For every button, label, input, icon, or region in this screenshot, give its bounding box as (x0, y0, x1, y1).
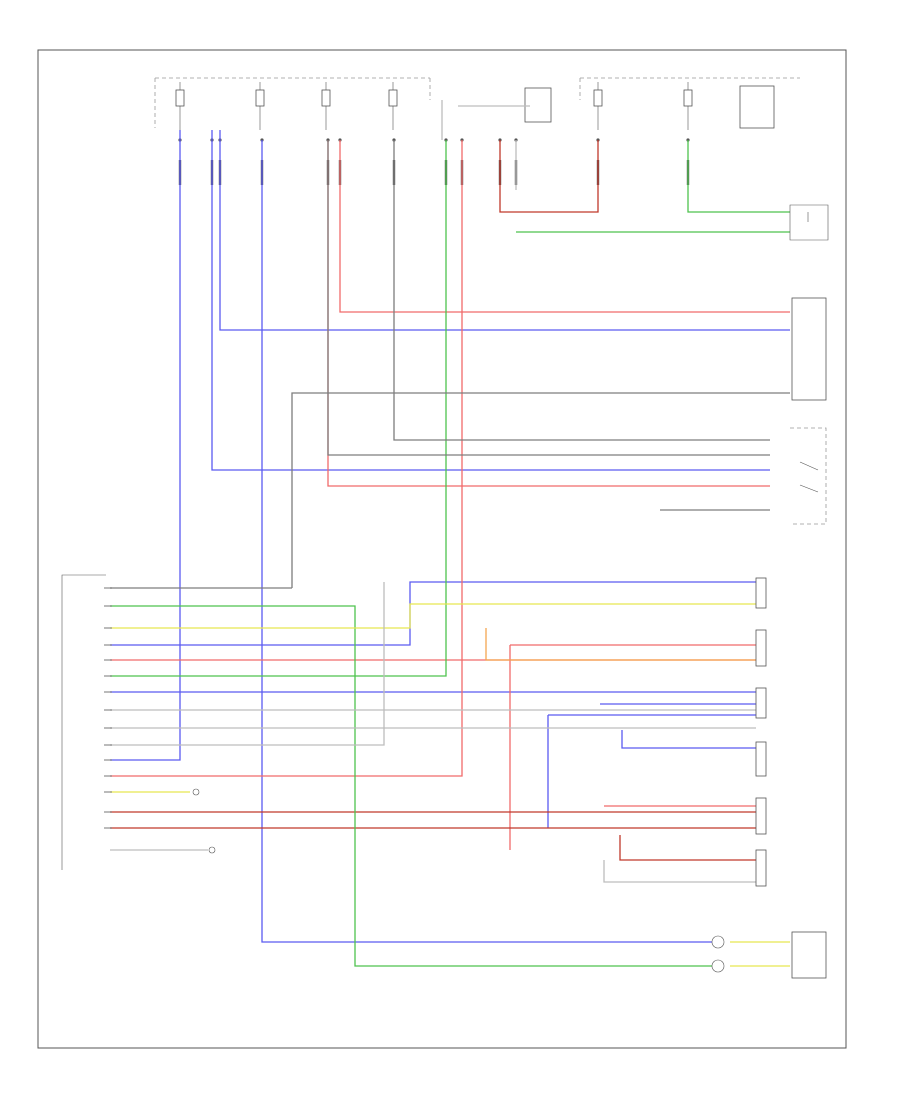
fuse-1 (175, 82, 185, 130)
relay-2 (593, 82, 775, 130)
blue-wire-8 (547, 714, 756, 828)
sensor-right-rear (755, 797, 767, 887)
connector-row (178, 138, 690, 185)
red-wire-5 (509, 644, 756, 850)
relay-1 (524, 87, 552, 123)
red-wire-1 (339, 140, 790, 313)
dark-red-wire-4 (619, 835, 756, 861)
fuse-block (154, 77, 800, 128)
red-wire-3 (110, 140, 463, 777)
yellow-wire-1 (110, 603, 756, 629)
ground-symbol-1 (192, 788, 200, 796)
left-module (61, 574, 216, 870)
wires (110, 100, 790, 967)
component-control-unit (791, 297, 827, 401)
sensor-left-front (755, 577, 767, 609)
sensor-left-rear (755, 687, 767, 719)
component-switch-box (790, 427, 827, 525)
sensor-right-front (755, 629, 767, 667)
dark-red-wire-1 (499, 140, 599, 213)
diagram-frame (37, 49, 847, 1049)
orange-wire-1 (485, 628, 756, 661)
gray-wire-2 (327, 140, 770, 456)
light-gray-wire-1 (110, 582, 385, 746)
gray-wire-1 (393, 140, 770, 441)
component-bottom-unit (711, 931, 827, 979)
blue-wire-5 (110, 581, 756, 646)
top-fuses (175, 82, 775, 130)
blue-wire-1 (110, 130, 181, 761)
ground-symbol-2 (208, 846, 216, 854)
left-module-pins (104, 587, 112, 829)
component-sensor-top (789, 204, 829, 241)
blue-wire-2 (211, 130, 770, 471)
sensor-left-rear-2 (755, 741, 767, 777)
blue-wire-9 (621, 730, 756, 749)
green-wire-4 (110, 605, 712, 967)
green-wire-1 (687, 140, 790, 213)
fuse-2 (255, 82, 265, 130)
right-components (711, 204, 829, 979)
blue-wire-4 (261, 140, 712, 943)
fuse-3 (321, 82, 331, 130)
fuse-4 (388, 82, 398, 130)
green-wire-3 (110, 140, 447, 677)
light-gray-wire-4 (603, 860, 756, 883)
gray-wire-3 (291, 392, 790, 588)
blue-wire-3 (219, 130, 790, 331)
